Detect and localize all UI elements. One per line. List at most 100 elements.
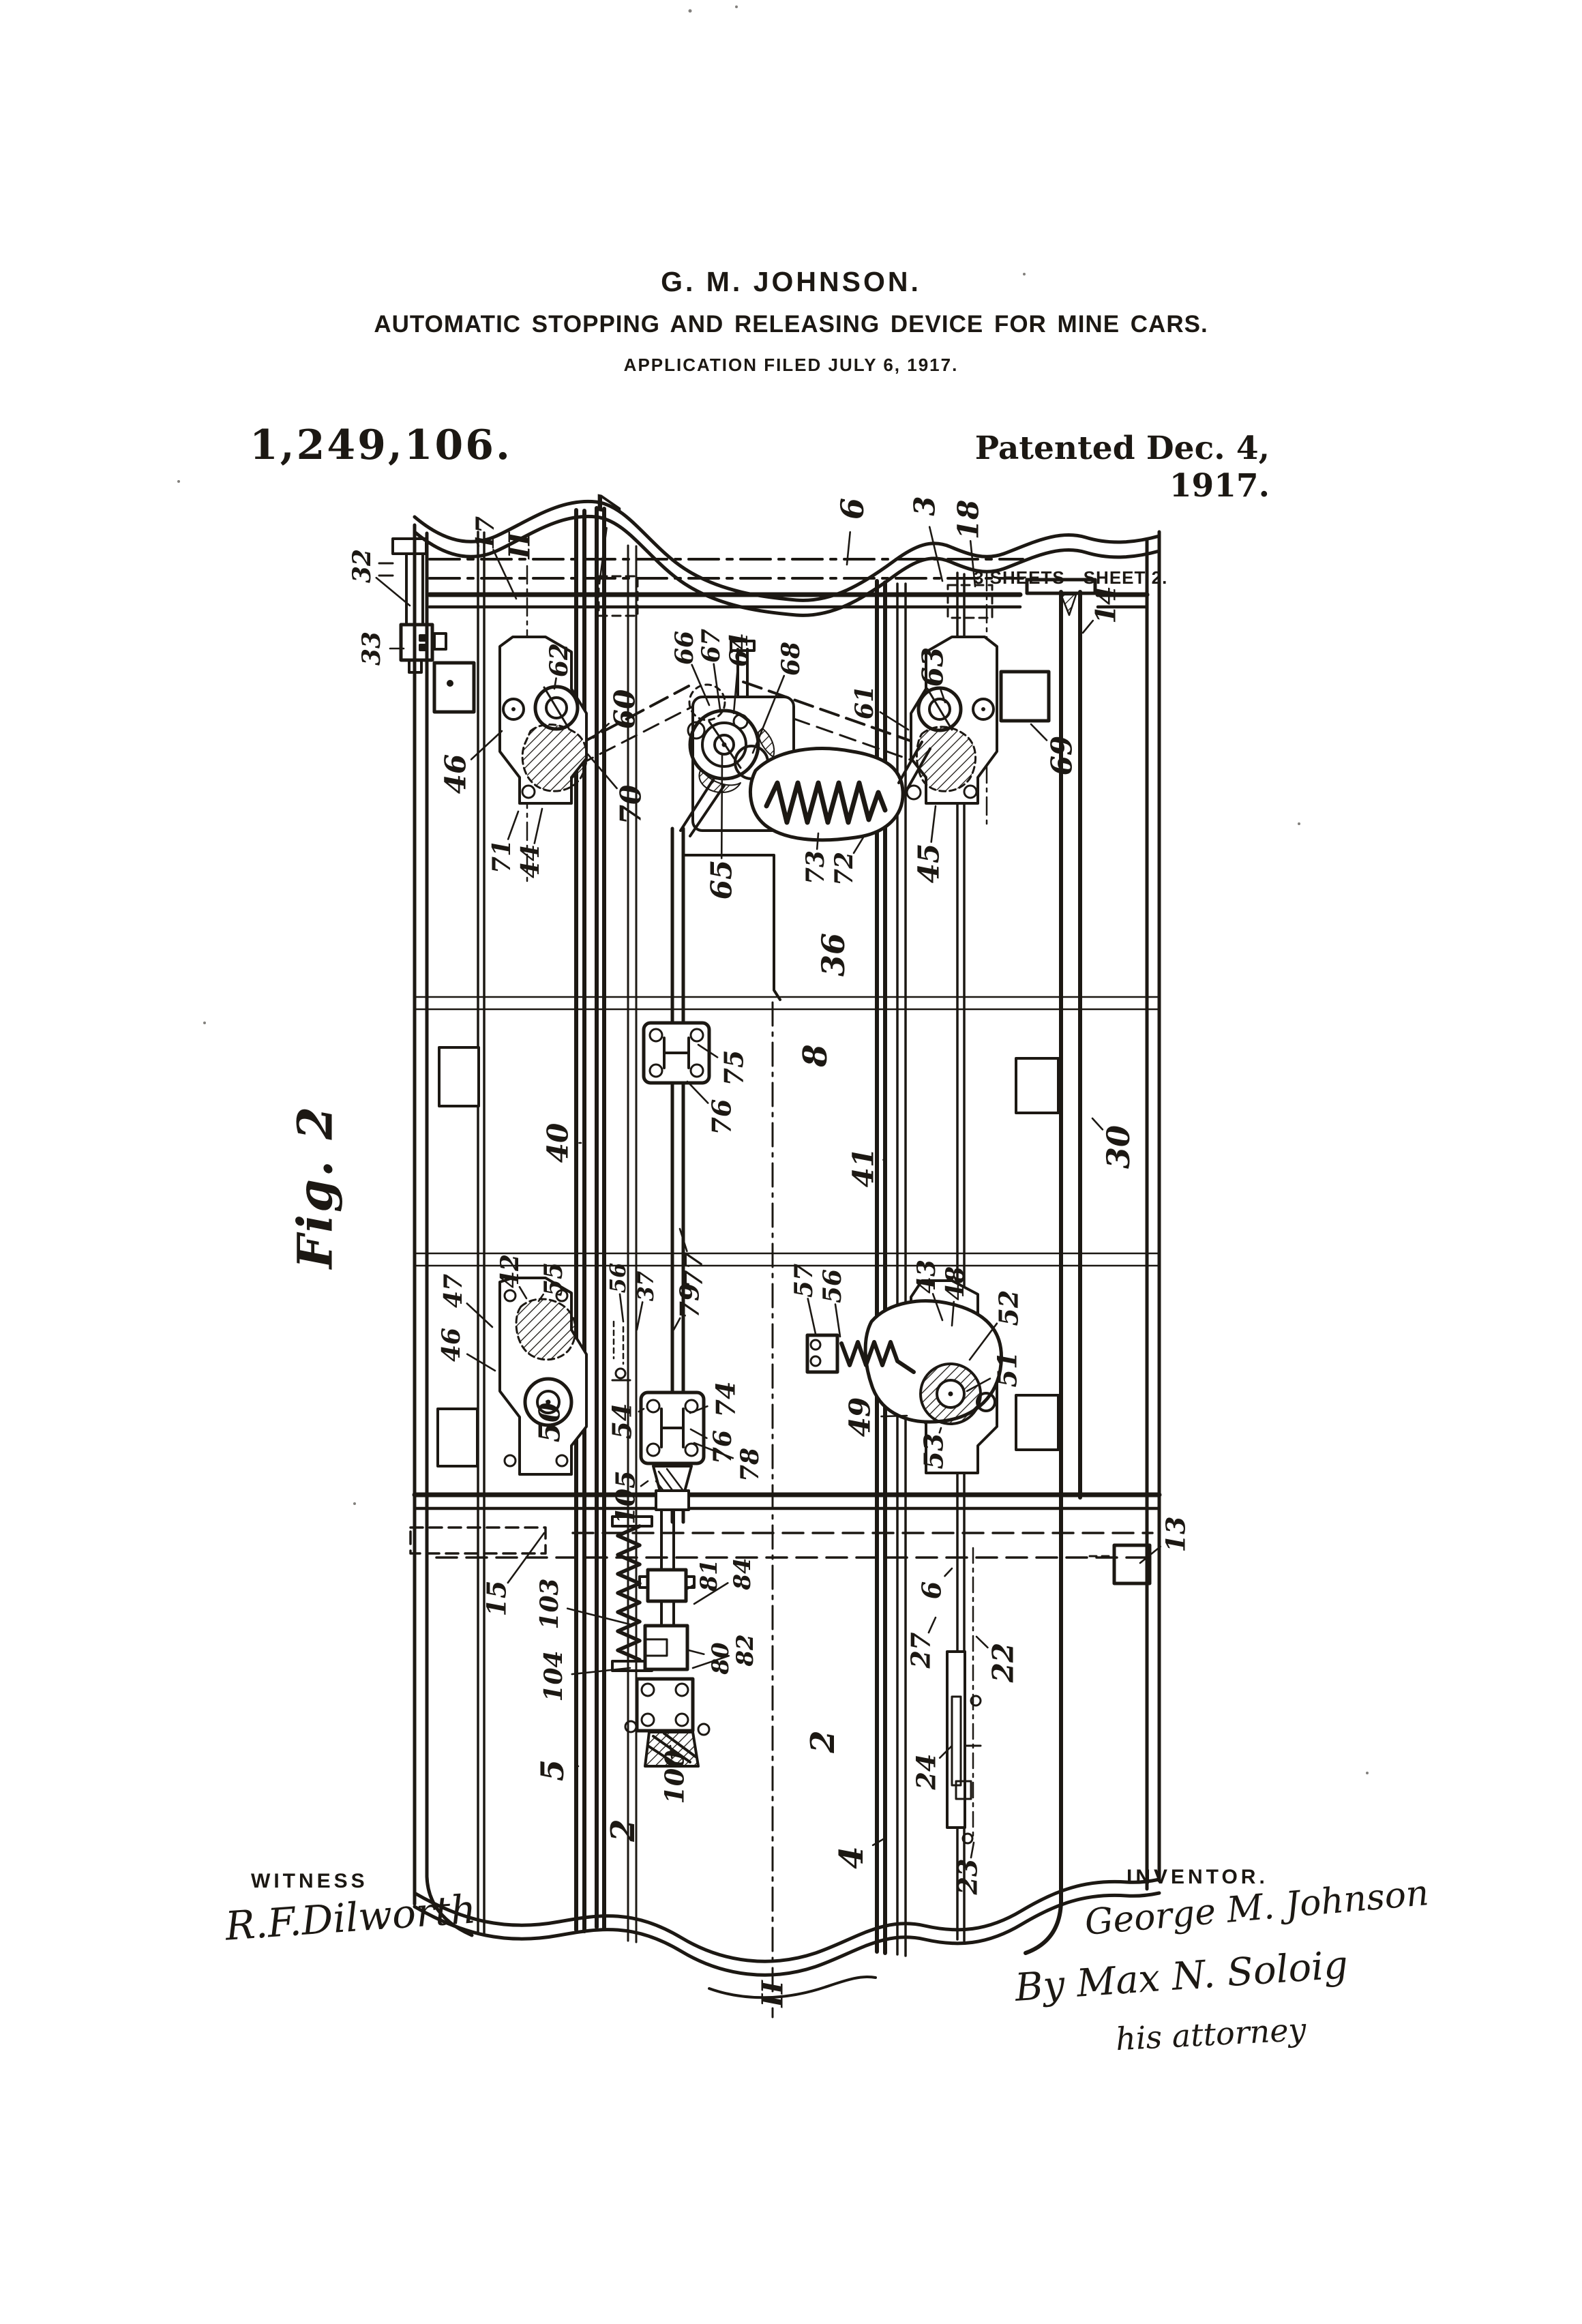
part-label-72: 72	[830, 852, 859, 886]
part-label-46: 46	[437, 1328, 466, 1362]
part-label-6: 6	[916, 1581, 947, 1599]
part-label-36: 36	[815, 933, 852, 977]
scan-specks	[177, 5, 1369, 1774]
part-label-81: 81	[696, 1559, 723, 1592]
patent-number: 1,249,106.	[250, 421, 512, 469]
part-label-76: 76	[706, 1099, 737, 1135]
part-label-80: 80	[707, 1642, 734, 1675]
part-label-55: 55	[539, 1262, 568, 1296]
part-label-47: 47	[439, 1274, 468, 1308]
main-coil-spring	[749, 747, 905, 842]
part-label-76: 76	[708, 1430, 737, 1464]
part-label-42: 42	[496, 1254, 524, 1288]
part-label-32: 32	[348, 549, 376, 583]
part-label-33: 33	[357, 631, 386, 666]
part-label-74: 74	[711, 1382, 741, 1418]
part-label-8: 8	[796, 1044, 835, 1067]
upper-left-cam-mechanism	[498, 636, 588, 805]
part-label-30: 30	[1100, 1125, 1137, 1169]
part-label-66: 66	[670, 631, 699, 665]
lower-left-cam-mechanism	[498, 1277, 631, 1476]
inventor-name: G. M. JOHNSON.	[661, 266, 921, 297]
part-label-68: 68	[777, 642, 805, 676]
part-label-41: 41	[847, 1148, 880, 1187]
part-label-103: 103	[535, 1578, 564, 1629]
part-label-78: 78	[736, 1448, 764, 1482]
lower-rod-clamp	[639, 1390, 706, 1511]
part-label-45: 45	[912, 844, 946, 883]
part-label-49: 49	[844, 1397, 877, 1437]
part-label-44: 44	[516, 844, 545, 878]
part-label-67: 67	[697, 629, 726, 663]
drawbar-channel	[682, 854, 781, 1001]
witness-label: WITNESS	[251, 1870, 368, 1892]
part-label-56: 56	[605, 1263, 631, 1294]
bottom-draft-spring-assembly	[611, 1508, 711, 1768]
part-label-22: 22	[987, 1643, 1020, 1683]
upper-rod-clamp	[642, 1021, 711, 1085]
part-label-69: 69	[1045, 736, 1079, 775]
part-label-100: 100	[659, 1750, 690, 1804]
part-label-13: 13	[1161, 1517, 1191, 1553]
part-label-14: 14	[1090, 586, 1122, 624]
leader-lines	[375, 526, 1162, 1859]
right-trip-rod-support	[999, 578, 1097, 723]
part-label-23: 23	[953, 1859, 983, 1896]
part-label-52: 52	[994, 1290, 1024, 1326]
upper-right-cam-mechanism	[897, 636, 998, 805]
part-label-62: 62	[545, 643, 573, 677]
part-label-54: 54	[607, 1403, 638, 1440]
part-label-24: 24	[911, 1754, 942, 1791]
part-label-63: 63	[916, 647, 950, 687]
bottom-right-bracket	[1088, 1543, 1152, 1585]
part-label-75: 75	[719, 1050, 749, 1086]
bottom-trip-bar	[946, 1650, 982, 1845]
tie-lines	[412, 592, 1162, 1510]
part-label-104: 104	[539, 1650, 568, 1701]
part-label-57: 57	[790, 1264, 818, 1298]
part-label-18: 18	[952, 500, 985, 539]
part-label-II: II	[756, 1980, 790, 2008]
part-label-71: 71	[488, 839, 516, 874]
part-label-60: 60	[608, 689, 642, 729]
part-label-51: 51	[992, 1352, 1023, 1388]
part-label-15: 15	[481, 1581, 512, 1617]
part-label-2: 2	[604, 1819, 642, 1842]
left-trip-rod-support	[378, 537, 476, 714]
application-filed-line: APPLICATION FILED JULY 6, 1917.	[623, 355, 959, 375]
part-label-77: 77	[678, 1252, 708, 1288]
part-label-73: 73	[801, 850, 830, 884]
part-label-4: 4	[833, 1846, 871, 1868]
part-label-5: 5	[534, 1759, 571, 1781]
part-label-105: 105	[610, 1470, 641, 1524]
inventor-label: INVENTOR.	[1126, 1866, 1268, 1888]
part-label-70: 70	[614, 785, 648, 824]
part-label-37: 37	[633, 1271, 659, 1302]
patented-date: Patented Dec. 4, 1917.	[974, 430, 1270, 505]
part-label-61: 61	[850, 685, 879, 719]
part-label-50: 50	[533, 1403, 567, 1442]
part-label-84: 84	[729, 1558, 756, 1590]
part-label-43: 43	[912, 1260, 941, 1294]
part-label-7: 7	[591, 494, 628, 516]
part-label-3: 3	[908, 496, 942, 516]
part-label-64: 64	[725, 633, 753, 667]
part-label-56: 56	[818, 1269, 847, 1303]
part-label-II: II	[503, 531, 537, 560]
part-label-82: 82	[732, 1634, 759, 1667]
part-label-46: 46	[439, 754, 473, 794]
side-lugs	[436, 1046, 1060, 1468]
part-label-40: 40	[541, 1123, 575, 1163]
patent-title: AUTOMATIC STOPPING AND RELEASING DEVICE …	[374, 311, 1208, 338]
part-label-65: 65	[705, 860, 738, 899]
part-label-79: 79	[674, 1283, 705, 1320]
part-label-48: 48	[941, 1266, 970, 1300]
torn-edge-waves	[413, 499, 1161, 1999]
part-label-17: 17	[471, 516, 500, 550]
part-label-2: 2	[804, 1730, 842, 1753]
part-label-53: 53	[919, 1433, 949, 1470]
part-label-27: 27	[906, 1633, 936, 1669]
